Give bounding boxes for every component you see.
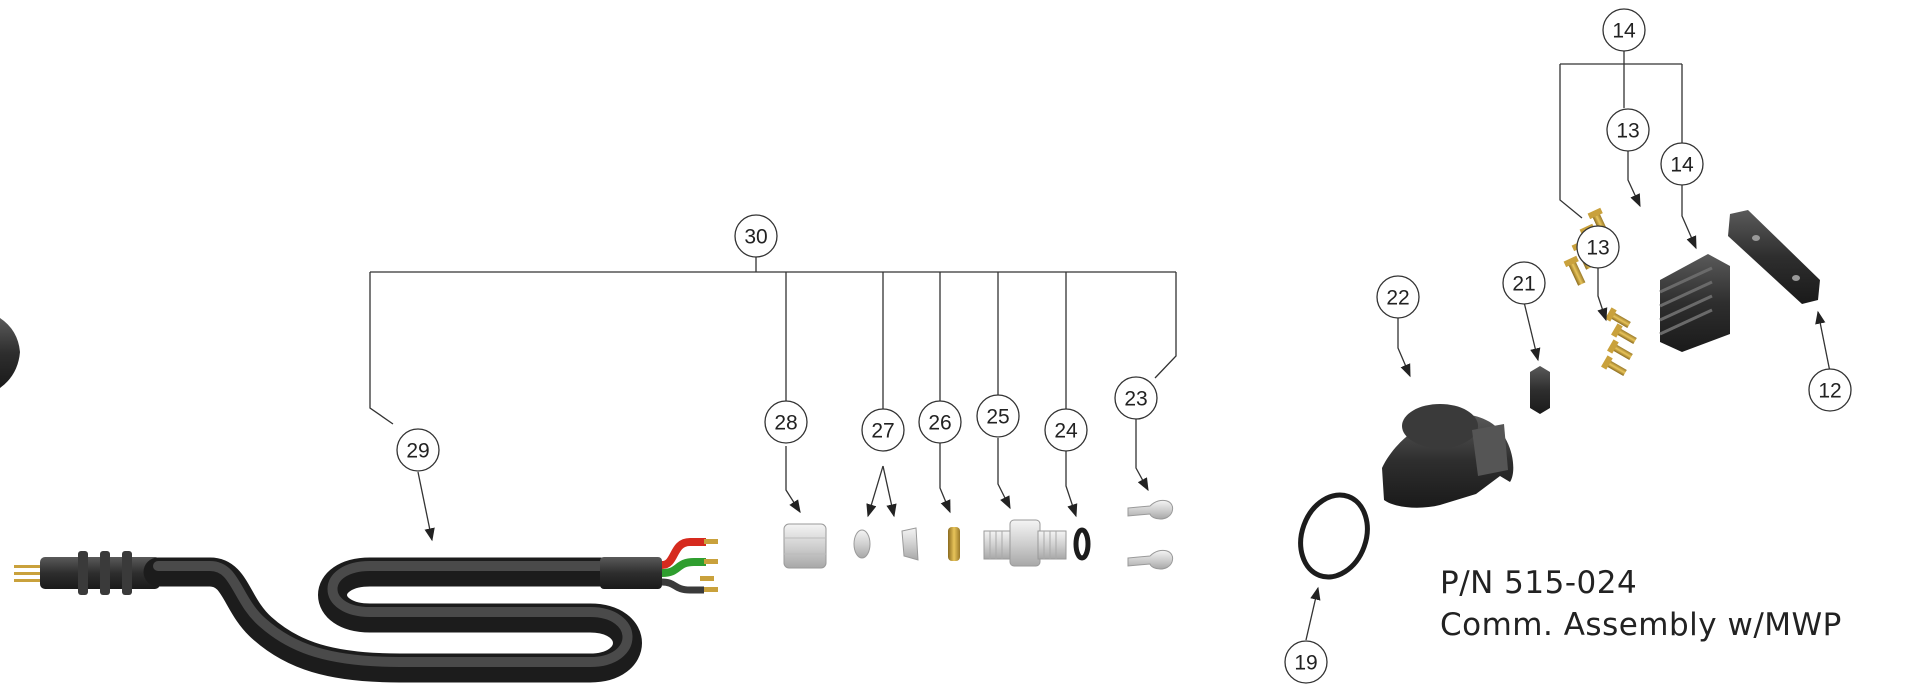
leader-21: [1523, 301, 1541, 362]
part-28-compression-nut: [783, 523, 827, 569]
leader-22: [1397, 318, 1411, 378]
callout-29: 29: [396, 428, 440, 472]
leader-29: [417, 471, 435, 542]
callout-28-label: 28: [774, 412, 797, 435]
callout-14-label: 14: [1670, 154, 1694, 177]
leader-26: [939, 442, 951, 514]
connector-pins: [14, 565, 44, 582]
part-29-cable-assembly: [14, 538, 718, 683]
wire-black: [661, 578, 704, 594]
leader-27a: [866, 465, 884, 518]
callout-13-upper-circle: [1606, 108, 1650, 152]
part-21-hex-nut: [1530, 366, 1550, 414]
part-26-brass-washer: [948, 527, 960, 561]
part-25-union-fitting: [983, 519, 1067, 567]
part-13-screws-lower: [1601, 307, 1637, 376]
leader-13-upper: [1627, 148, 1641, 208]
callout-14-top-label: 14: [1612, 20, 1636, 43]
part-info-block: P/N 515-024 Comm. Assembly w/MWP: [1440, 562, 1842, 646]
part-24-o-ring: [1073, 527, 1091, 561]
leader-30: [369, 257, 1177, 425]
callout-14-top: 14: [1602, 8, 1646, 52]
callout-24-circle: [1044, 408, 1088, 452]
callout-28-circle: [764, 400, 808, 444]
cable-loop: [143, 557, 642, 683]
callout-24: 24: [1044, 408, 1088, 452]
callout-23-circle: [1114, 376, 1158, 420]
callout-27-circle: [861, 408, 905, 452]
callout-26: 26: [918, 400, 962, 444]
leader-25: [997, 438, 1011, 510]
part-23-ring-terminals: [1127, 499, 1174, 570]
callout-12-label: 12: [1818, 380, 1841, 403]
leader-24: [1065, 448, 1078, 518]
leader-28: [785, 446, 801, 514]
callout-25-label: 25: [986, 406, 1009, 429]
callout-29-circle: [396, 428, 440, 472]
callout-22-circle: [1376, 275, 1420, 319]
callout-30-label: 30: [744, 226, 767, 249]
callout-25: 25: [976, 394, 1020, 438]
callout-27-label: 27: [871, 420, 894, 443]
callout-25-circle: [976, 394, 1020, 438]
callout-14-top-circle: [1602, 8, 1646, 52]
wire-green: [661, 558, 706, 577]
part-14-terminal-block: [1659, 254, 1730, 352]
callout-30: 30: [734, 214, 778, 258]
leader-13-lower: [1597, 266, 1608, 322]
callout-24-label: 24: [1054, 420, 1078, 443]
leader-23: [1135, 418, 1149, 492]
callout-13-lower: 13: [1576, 225, 1620, 269]
part-number: P/N 515-024: [1440, 565, 1638, 601]
part-22-cap-knob: [1382, 404, 1514, 508]
callout-12-circle: [1808, 368, 1852, 412]
part-27-ferrules: [853, 527, 919, 561]
callout-26-label: 26: [928, 412, 951, 435]
callout-23: 23: [1114, 376, 1158, 420]
part-19-o-ring: [1298, 492, 1370, 580]
callout-14-circle: [1660, 142, 1704, 186]
callout-29-label: 29: [406, 440, 429, 463]
callout-19-circle: [1284, 640, 1328, 684]
leader-19: [1305, 586, 1321, 641]
callout-22-label: 22: [1386, 287, 1409, 310]
callout-14: 14: [1660, 142, 1704, 186]
part-12-mounting-bracket: [1728, 210, 1820, 304]
assembly-description: Comm. Assembly w/MWP: [1440, 607, 1842, 643]
callout-23-label: 23: [1124, 388, 1147, 411]
callout-12: 12: [1808, 368, 1852, 412]
callout-13-lower-label: 13: [1586, 237, 1609, 260]
wire-red: [661, 538, 706, 569]
callout-19-label: 19: [1294, 652, 1317, 675]
callout-30-circle: [734, 214, 778, 258]
callout-13-upper-label: 13: [1616, 120, 1639, 143]
leader-12: [1815, 310, 1831, 373]
partial-part-left-edge: [0, 318, 20, 388]
callout-13-lower-circle: [1576, 225, 1620, 269]
callout-26-circle: [918, 400, 962, 444]
callout-21: 21: [1502, 261, 1546, 305]
callout-22: 22: [1376, 275, 1420, 319]
callout-13-upper: 13: [1606, 108, 1650, 152]
leader-14: [1681, 182, 1697, 250]
callout-27: 27: [861, 408, 905, 452]
callout-28: 28: [764, 400, 808, 444]
leader-27b: [882, 465, 897, 518]
leader-14-top: [1559, 51, 1683, 219]
callout-19: 19: [1284, 640, 1328, 684]
callout-21-circle: [1502, 261, 1546, 305]
callout-21-label: 21: [1512, 273, 1535, 296]
